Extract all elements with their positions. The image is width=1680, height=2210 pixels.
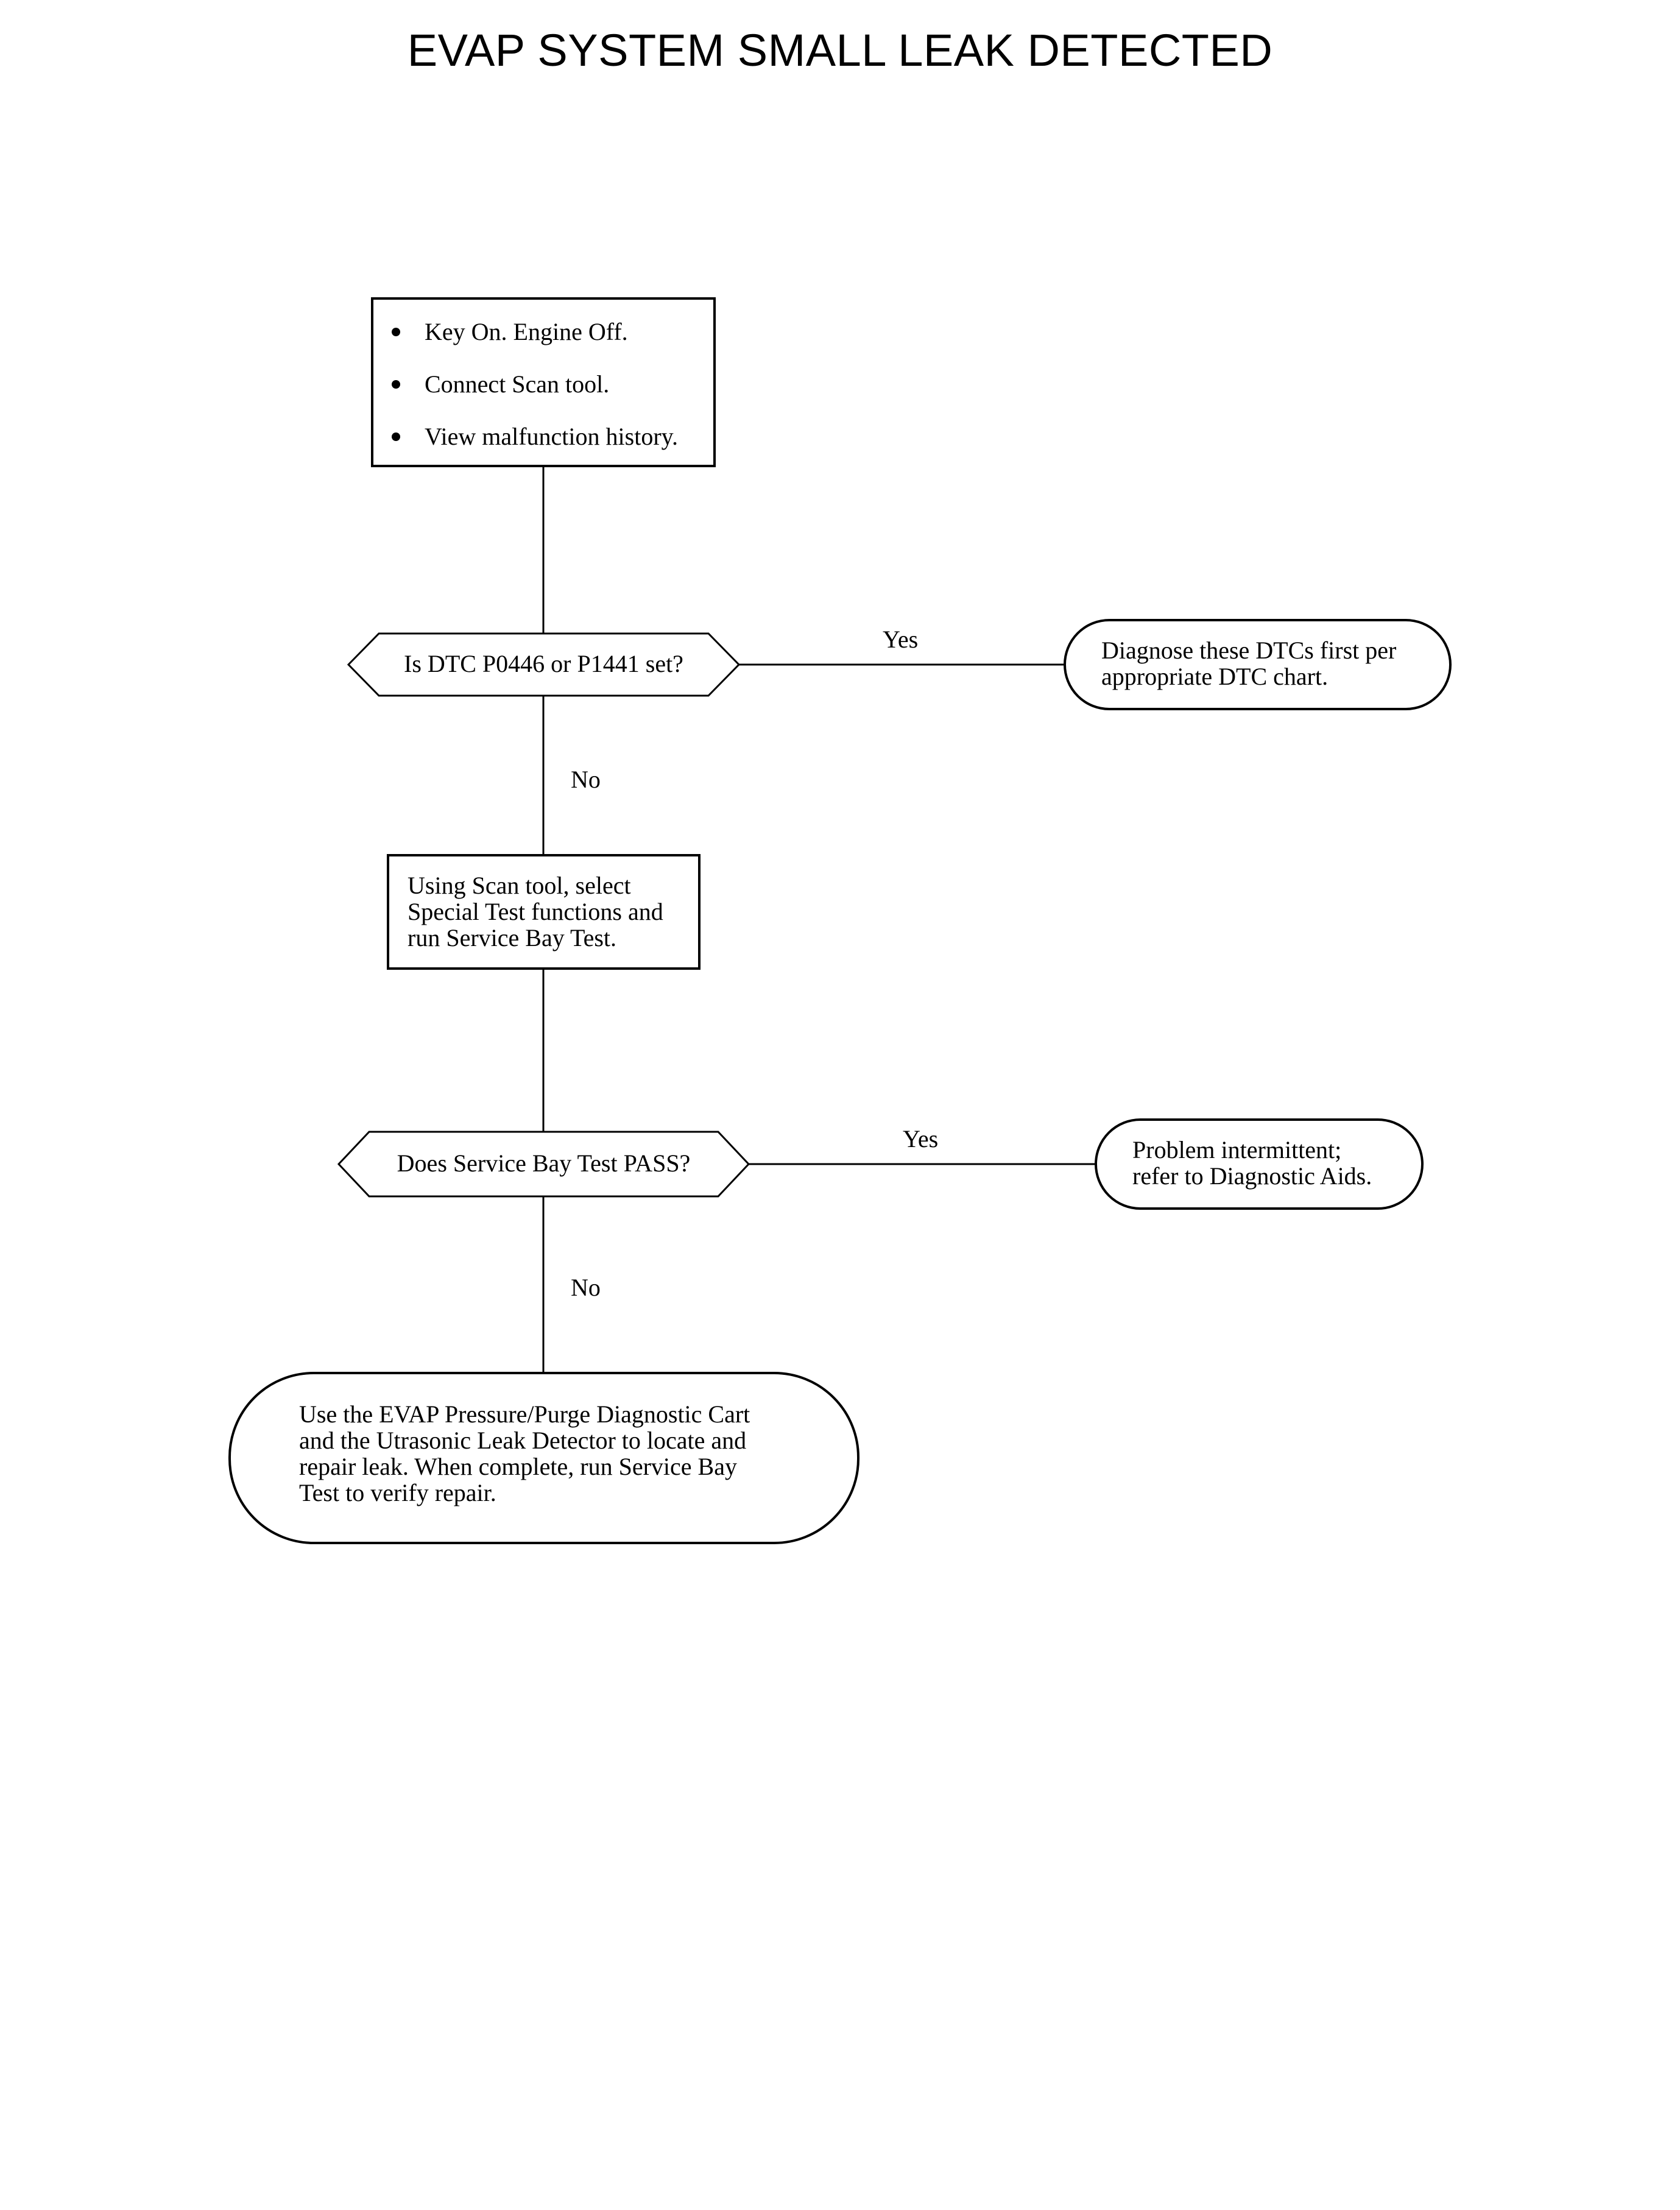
decision2-no-label: No (571, 1274, 601, 1301)
start-step-item: View malfunction history. (373, 411, 713, 463)
decision2-yes-label: Yes (903, 1125, 939, 1153)
start-step-box: Key On. Engine Off. Connect Scan tool. V… (371, 297, 716, 467)
decision2-question: Does Service Bay Test PASS? (397, 1149, 691, 1177)
start-step-item: Connect Scan tool. (373, 358, 713, 411)
start-step-item: Key On. Engine Off. (373, 306, 713, 358)
decision2-yes-result: Problem intermittent; refer to Diagnosti… (1095, 1118, 1424, 1210)
decision1-hexagon (347, 632, 741, 697)
page-title: EVAP SYSTEM SMALL LEAK DETECTED (407, 25, 1273, 76)
step2-box: Using Scan tool, select Special Test fun… (387, 854, 701, 970)
decision1-yes-result: Diagnose these DTCs first per appropriat… (1064, 619, 1452, 710)
start-step-list: Key On. Engine Off. Connect Scan tool. V… (373, 306, 713, 463)
decision1-yes-label: Yes (883, 626, 919, 653)
decision2-hexagon (337, 1131, 750, 1198)
final-step-box: Use the EVAP Pressure/Purge Diagnostic C… (228, 1372, 859, 1544)
decision1-question: Is DTC P0446 or P1441 set? (404, 650, 683, 677)
decision1-no-label: No (571, 766, 601, 793)
